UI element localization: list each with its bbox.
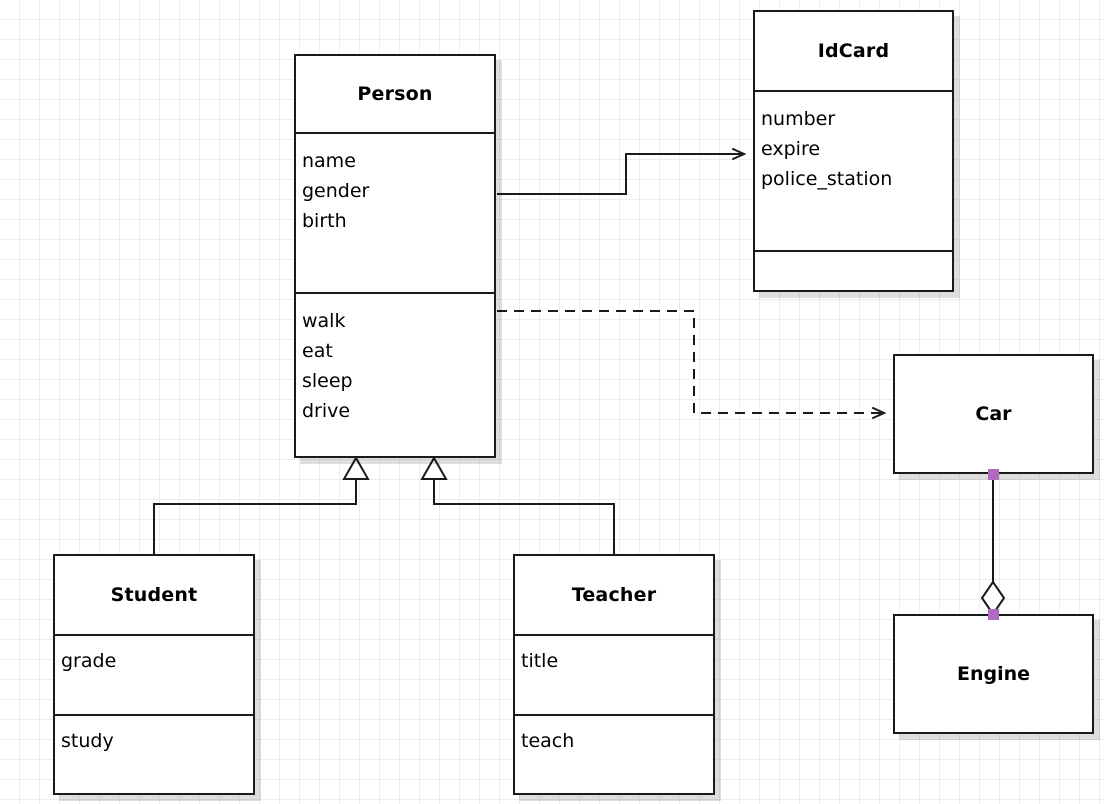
attributes-compartment-person: name gender birth (296, 132, 494, 292)
operation-item: walk (302, 310, 346, 332)
class-name-engine: Engine (956, 663, 1031, 685)
edge-student-person[interactable] (153, 455, 370, 556)
class-box-teacher[interactable]: Teacher title teach (513, 554, 715, 795)
connection-handle-engine-top[interactable] (988, 609, 999, 620)
operation-item: teach (521, 730, 575, 752)
class-box-student[interactable]: Student grade study (53, 554, 255, 795)
attribute-item: birth (302, 210, 347, 233)
attributes-compartment-idcard: number expire police_station (755, 90, 952, 250)
attribute-item: title (521, 650, 559, 672)
operation-item: sleep (302, 370, 353, 393)
class-name-teacher: Teacher (571, 584, 657, 606)
attribute-item: grade (61, 650, 117, 672)
class-box-car[interactable]: Car (893, 354, 1094, 474)
operation-item: drive (302, 400, 351, 423)
attributes-compartment-student: grade (55, 634, 253, 714)
operations-compartment-person: walk eat sleep drive (296, 292, 494, 456)
attribute-item: police_station (761, 168, 893, 191)
class-name-student: Student (110, 584, 198, 606)
operation-item: eat (302, 340, 333, 363)
edge-person-idcard[interactable] (497, 154, 744, 195)
edge-person-car[interactable] (497, 310, 884, 413)
attributes-compartment-teacher: title (515, 634, 713, 714)
class-box-engine[interactable]: Engine (893, 614, 1094, 734)
edge-teacher-person[interactable] (420, 455, 615, 556)
operation-item: study (61, 730, 114, 752)
operations-compartment-student: study (55, 714, 253, 793)
attribute-item: expire (761, 138, 821, 161)
attribute-item: gender (302, 180, 370, 203)
attribute-item: number (761, 108, 836, 130)
connection-handle-car-bottom[interactable] (988, 469, 999, 480)
operations-compartment-teacher: teach (515, 714, 713, 793)
class-name-person: Person (357, 83, 433, 105)
class-box-person[interactable]: Person name gender birth walk eat sleep … (294, 54, 496, 458)
class-name-idcard: IdCard (817, 40, 890, 62)
class-name-car: Car (975, 403, 1012, 425)
class-box-idcard[interactable]: IdCard number expire police_station (753, 10, 954, 292)
edge-car-engine[interactable] (980, 474, 1006, 616)
attribute-item: name (302, 150, 356, 172)
operations-compartment-idcard (755, 250, 952, 290)
